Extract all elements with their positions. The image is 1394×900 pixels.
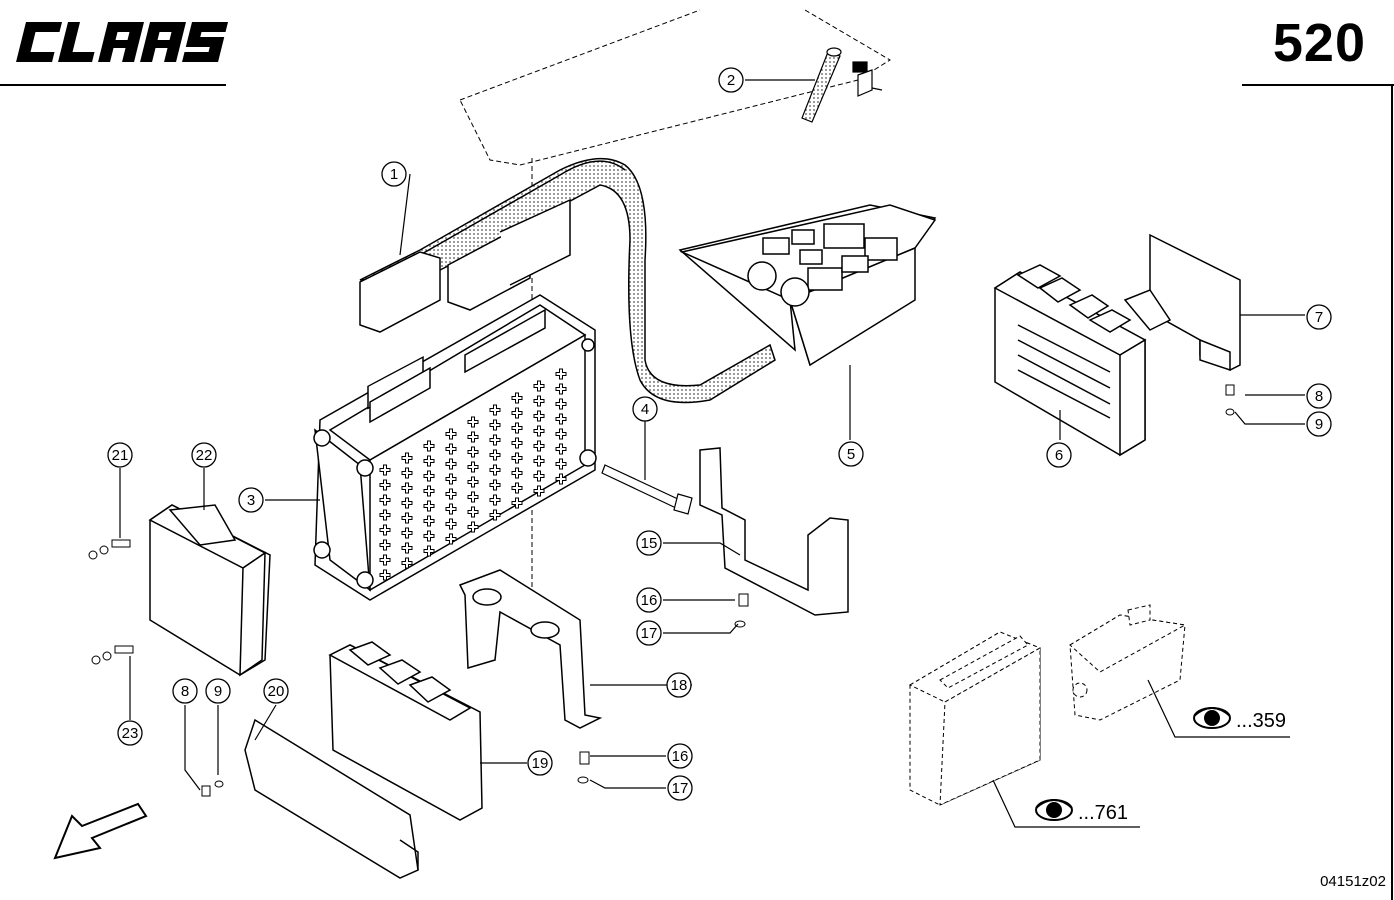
callout-c2: 2	[718, 67, 744, 93]
callout-number: 16	[672, 748, 689, 765]
page-number: 520	[1272, 13, 1366, 73]
reference-part-761-dashed	[908, 631, 1042, 806]
arrow-down-left-icon	[53, 802, 148, 860]
callout-number: 8	[181, 683, 189, 700]
callout-c7: 7	[1306, 304, 1332, 330]
callout-number: 1	[390, 166, 398, 183]
part-5-mounting-plate	[678, 204, 937, 367]
brand-logo	[16, 22, 229, 62]
part-20-cover-plate	[244, 718, 419, 879]
callout-number: 21	[112, 447, 129, 464]
callout-c16b: 16	[667, 743, 693, 769]
header-rules	[0, 84, 1394, 900]
callout-number: 5	[847, 446, 855, 463]
callout-c8b: 8	[1306, 383, 1332, 409]
reference-761-label: ...761	[1078, 802, 1128, 824]
callout-c17a: 17	[636, 620, 662, 646]
part-4-bolt	[601, 464, 693, 515]
callout-number: 4	[641, 401, 649, 418]
callout-c22: 22	[191, 442, 217, 468]
reference-part-359-dashed	[1069, 604, 1187, 721]
callout-number: 16	[641, 592, 658, 609]
reference-761: ...761	[1035, 799, 1128, 824]
reference-359-label: ...359	[1236, 710, 1286, 732]
eye-icon	[1193, 707, 1231, 729]
callout-number: 20	[268, 683, 285, 700]
part-2-antenna	[801, 47, 883, 123]
part-22-module	[148, 504, 271, 677]
callout-c23: 23	[117, 720, 143, 746]
callout-number: 17	[672, 780, 689, 797]
part-15-bracket	[699, 447, 849, 616]
callout-c21: 21	[107, 442, 133, 468]
callout-number: 6	[1055, 447, 1063, 464]
callout-number: 9	[214, 683, 222, 700]
drawing-code: 04151z02	[1320, 873, 1386, 890]
callout-number: 2	[727, 72, 735, 89]
callout-number: 18	[671, 677, 688, 694]
callout-c9b: 9	[1306, 411, 1332, 437]
callout-number: 19	[532, 755, 549, 772]
callout-c3: 3	[238, 487, 264, 513]
part-16-17-screws-washers	[577, 593, 749, 784]
part-7-bracket	[1123, 233, 1241, 372]
callout-c4: 4	[632, 396, 658, 422]
callout-number: 9	[1315, 416, 1323, 433]
reference-359: ...359	[1193, 707, 1286, 732]
callout-c18: 18	[666, 672, 692, 698]
callout-c8a: 8	[172, 678, 198, 704]
callout-number: 8	[1315, 388, 1323, 405]
part-6-control-unit	[993, 264, 1147, 457]
callout-c9a: 9	[205, 678, 231, 704]
callout-c6: 6	[1046, 442, 1072, 468]
eye-icon	[1035, 799, 1073, 821]
callout-number: 22	[196, 447, 213, 464]
callout-c17b: 17	[667, 775, 693, 801]
callout-number: 23	[122, 725, 139, 742]
callout-number: 15	[641, 535, 658, 552]
callout-number: 7	[1315, 309, 1323, 326]
callout-number: 17	[641, 625, 658, 642]
part-8-9-screw-washer-right	[1225, 384, 1235, 416]
callout-c15: 15	[636, 530, 662, 556]
part-8-9-screw-washer-left	[201, 780, 224, 797]
callout-c5: 5	[838, 441, 864, 467]
part-19-control-unit	[328, 641, 483, 821]
callout-c1: 1	[381, 161, 407, 187]
callout-c19: 19	[527, 750, 553, 776]
callout-number: 3	[247, 492, 255, 509]
callout-c16a: 16	[636, 587, 662, 613]
part-1-hoses	[359, 157, 776, 404]
callout-c20: 20	[263, 678, 289, 704]
part-18-bracket	[458, 569, 603, 729]
part-21-23-screws	[88, 539, 134, 665]
